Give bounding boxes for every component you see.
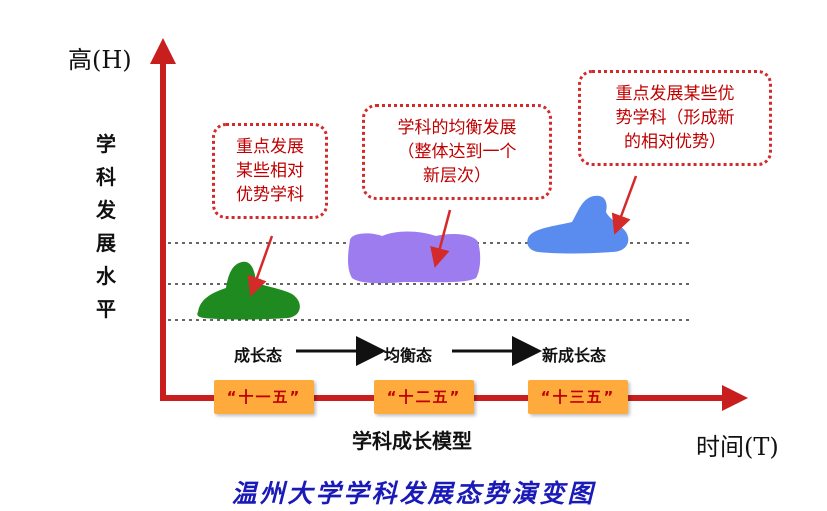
y-title-char: 展 xyxy=(96,231,116,255)
callout-line: 新层次） xyxy=(423,166,491,186)
figure-caption: 温州大学学科发展态势演变图 xyxy=(231,479,596,508)
y-title-char: 科 xyxy=(96,165,116,189)
stage-label-growth: 成长态 xyxy=(234,346,283,365)
x-axis-arrowhead xyxy=(722,385,748,411)
period-13th-five-year: “十三五” xyxy=(528,380,628,414)
callout-arrow-2 xyxy=(430,209,452,268)
callout-line: 势学科（形成新 xyxy=(615,108,735,128)
callout-key-disciplines: 重点发展 某些相对 优势学科 xyxy=(212,123,328,219)
callout-line: 的相对优势） xyxy=(624,132,726,152)
model-title: 学科成长模型 xyxy=(352,429,472,453)
period-11th-five-year: “十一五” xyxy=(214,380,314,414)
callout-line: 重点发展 xyxy=(236,137,304,157)
callout-arrow-3 xyxy=(611,175,638,235)
y-title-char: 水 xyxy=(96,264,116,288)
callout-new-advantage: 重点发展某些优 势学科（形成新 的相对优势） xyxy=(578,70,772,166)
y-axis-label: 高(H) xyxy=(68,46,132,74)
y-axis-title: 学 科 发 展 水 平 xyxy=(92,128,120,326)
balance-blob xyxy=(348,231,481,284)
callout-arrow-1 xyxy=(247,235,274,297)
x-axis-label: 时间(T) xyxy=(696,433,779,461)
callout-line: （整体达到一个 xyxy=(397,142,517,162)
period-12th-five-year: “十二五” xyxy=(374,380,474,414)
y-title-char: 发 xyxy=(96,198,116,222)
stage-label-balance: 均衡态 xyxy=(384,346,433,365)
y-title-char: 平 xyxy=(96,297,116,321)
new-growth-blob xyxy=(527,195,629,254)
growth-blob xyxy=(197,261,300,320)
y-axis-arrowhead xyxy=(150,38,176,64)
y-title-char: 学 xyxy=(96,132,116,156)
callout-line: 优势学科 xyxy=(236,185,304,205)
callout-line: 重点发展某些优 xyxy=(615,84,735,104)
callout-balanced-development: 学科的均衡发展 （整体达到一个 新层次） xyxy=(362,104,552,200)
callout-line: 某些相对 xyxy=(236,161,304,181)
callout-line: 学科的均衡发展 xyxy=(397,118,517,138)
stage-label-new-growth: 新成长态 xyxy=(542,346,607,365)
